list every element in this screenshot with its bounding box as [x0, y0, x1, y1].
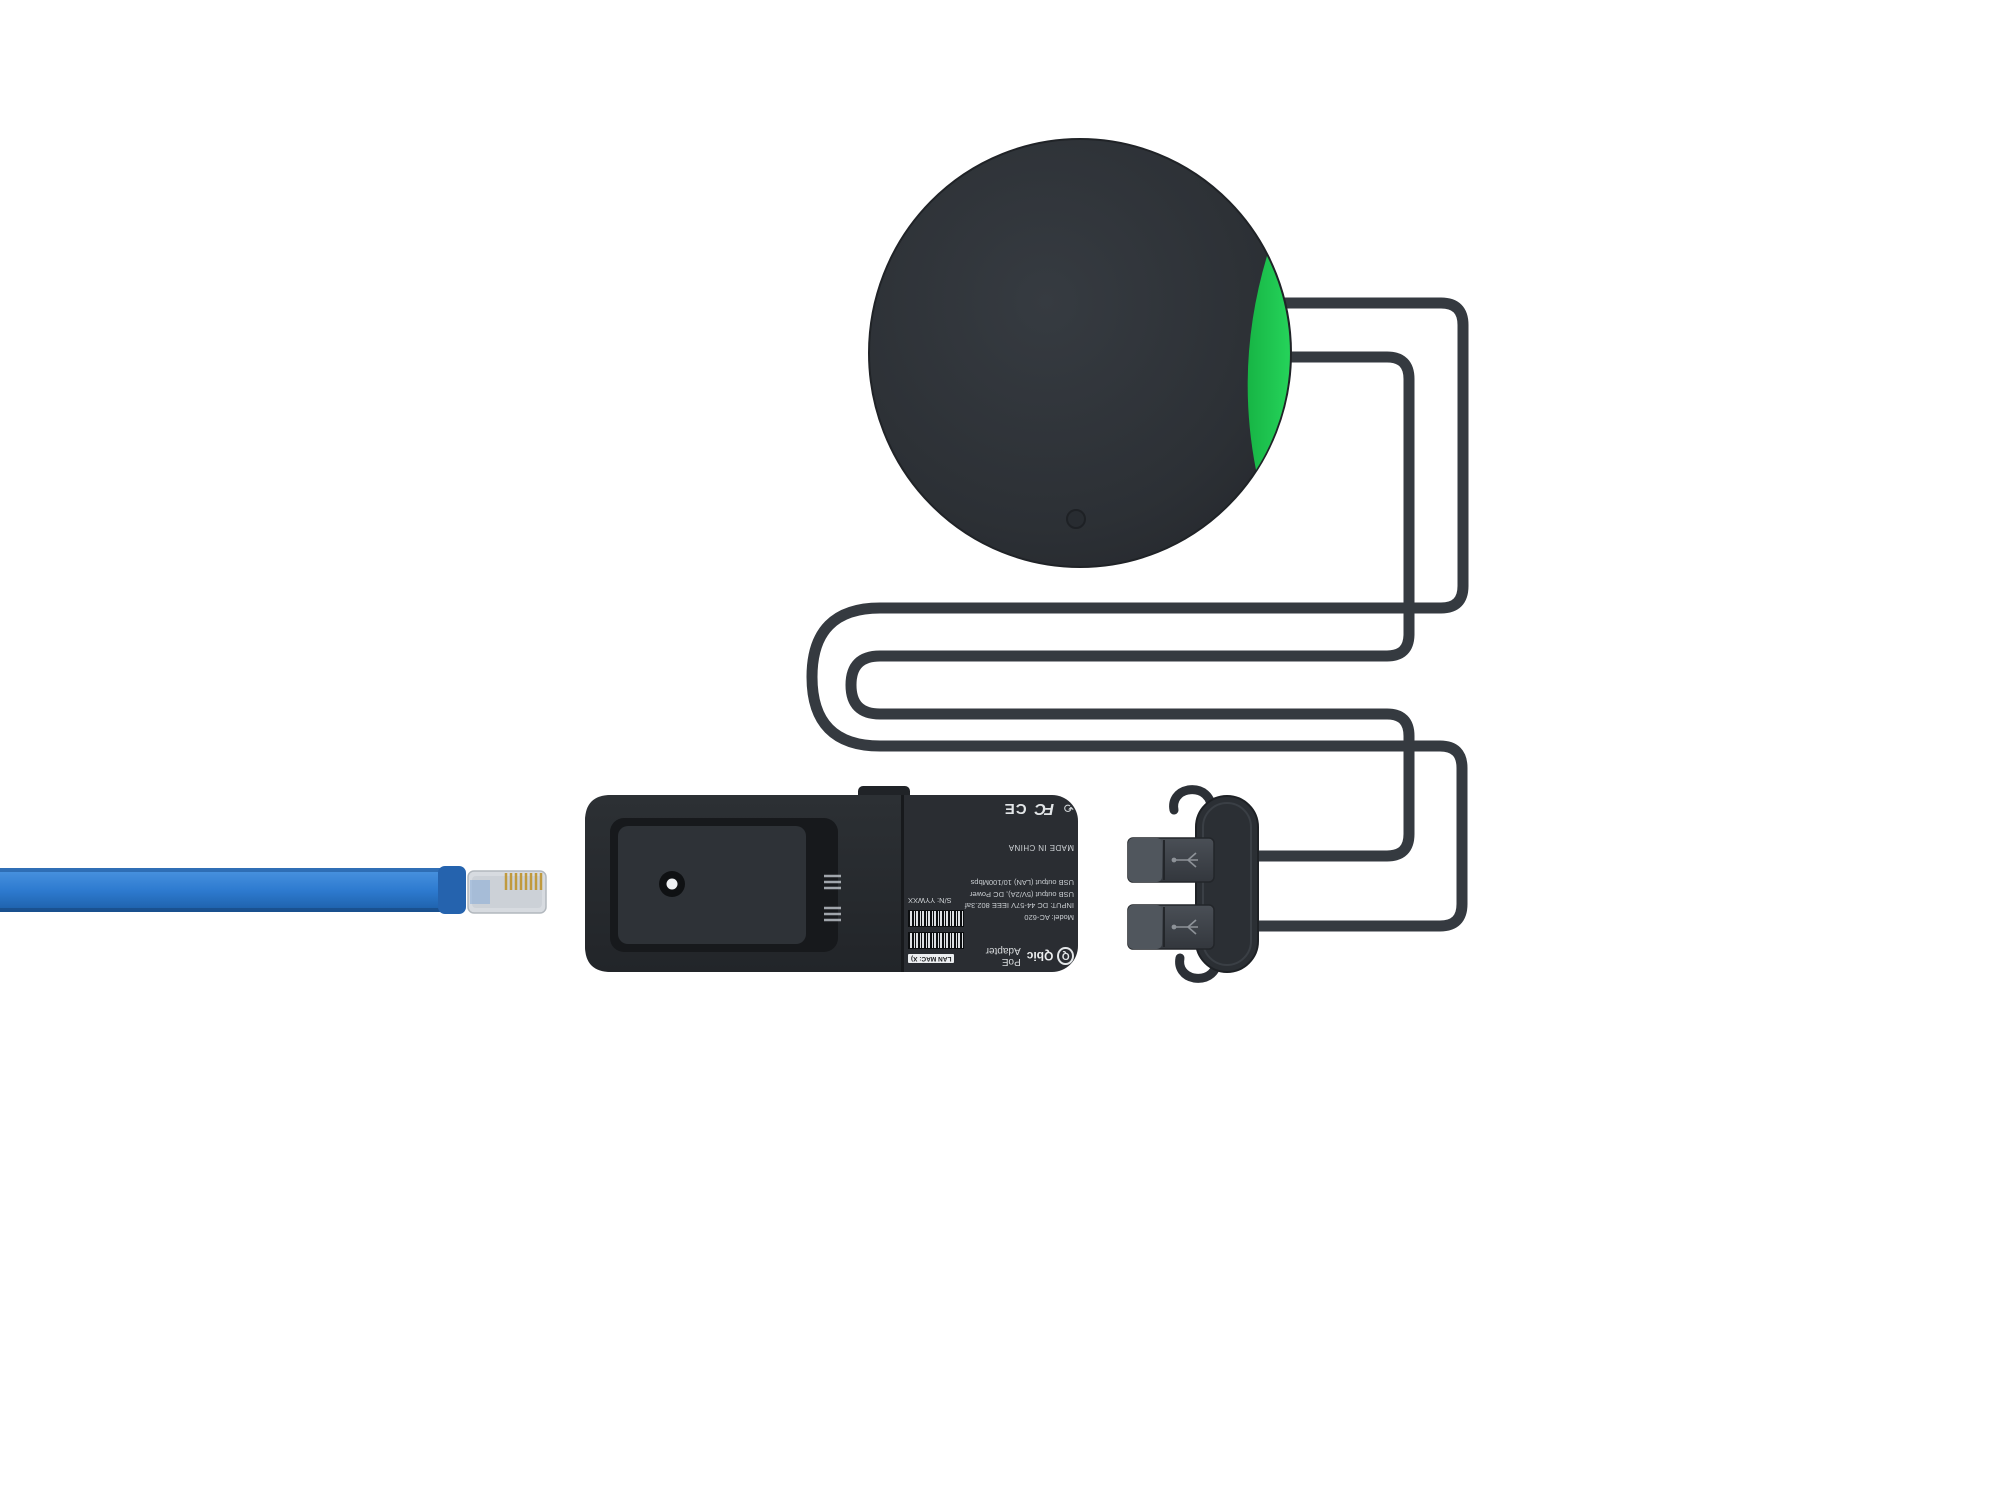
adapter-screw-hole	[666, 878, 678, 890]
adapter-vent-slots	[824, 874, 841, 922]
round-device	[868, 138, 1292, 568]
poe-adapter	[585, 786, 1078, 972]
usb-logo-icon	[1171, 852, 1198, 868]
rj45-connector	[467, 870, 547, 914]
usb-connector-assembly	[1127, 785, 1259, 983]
device-body	[868, 138, 1292, 568]
device-green-accent	[1247, 256, 1290, 470]
cable-inner-run	[845, 351, 1415, 862]
cable-outer-run	[806, 297, 1469, 932]
ethernet-cable-top-edge	[0, 868, 444, 872]
usb-plug-top	[1127, 837, 1215, 883]
usb-logo-icon	[1171, 919, 1198, 935]
ethernet-cable-bottom-edge	[0, 908, 444, 912]
adapter-port-tray	[618, 826, 806, 944]
ethernet-cable-boot	[438, 866, 466, 914]
device-cable	[806, 297, 1469, 932]
rj45-gold-pins	[504, 873, 543, 890]
ethernet-cable-run	[0, 868, 444, 912]
usb-plug-bottom	[1127, 904, 1215, 950]
rj45-cable-window	[470, 880, 490, 904]
device-button-dot	[1066, 509, 1086, 529]
ethernet-cable	[0, 866, 547, 914]
adapter-seam	[901, 795, 904, 972]
connector-cap-highlight	[1202, 802, 1252, 966]
